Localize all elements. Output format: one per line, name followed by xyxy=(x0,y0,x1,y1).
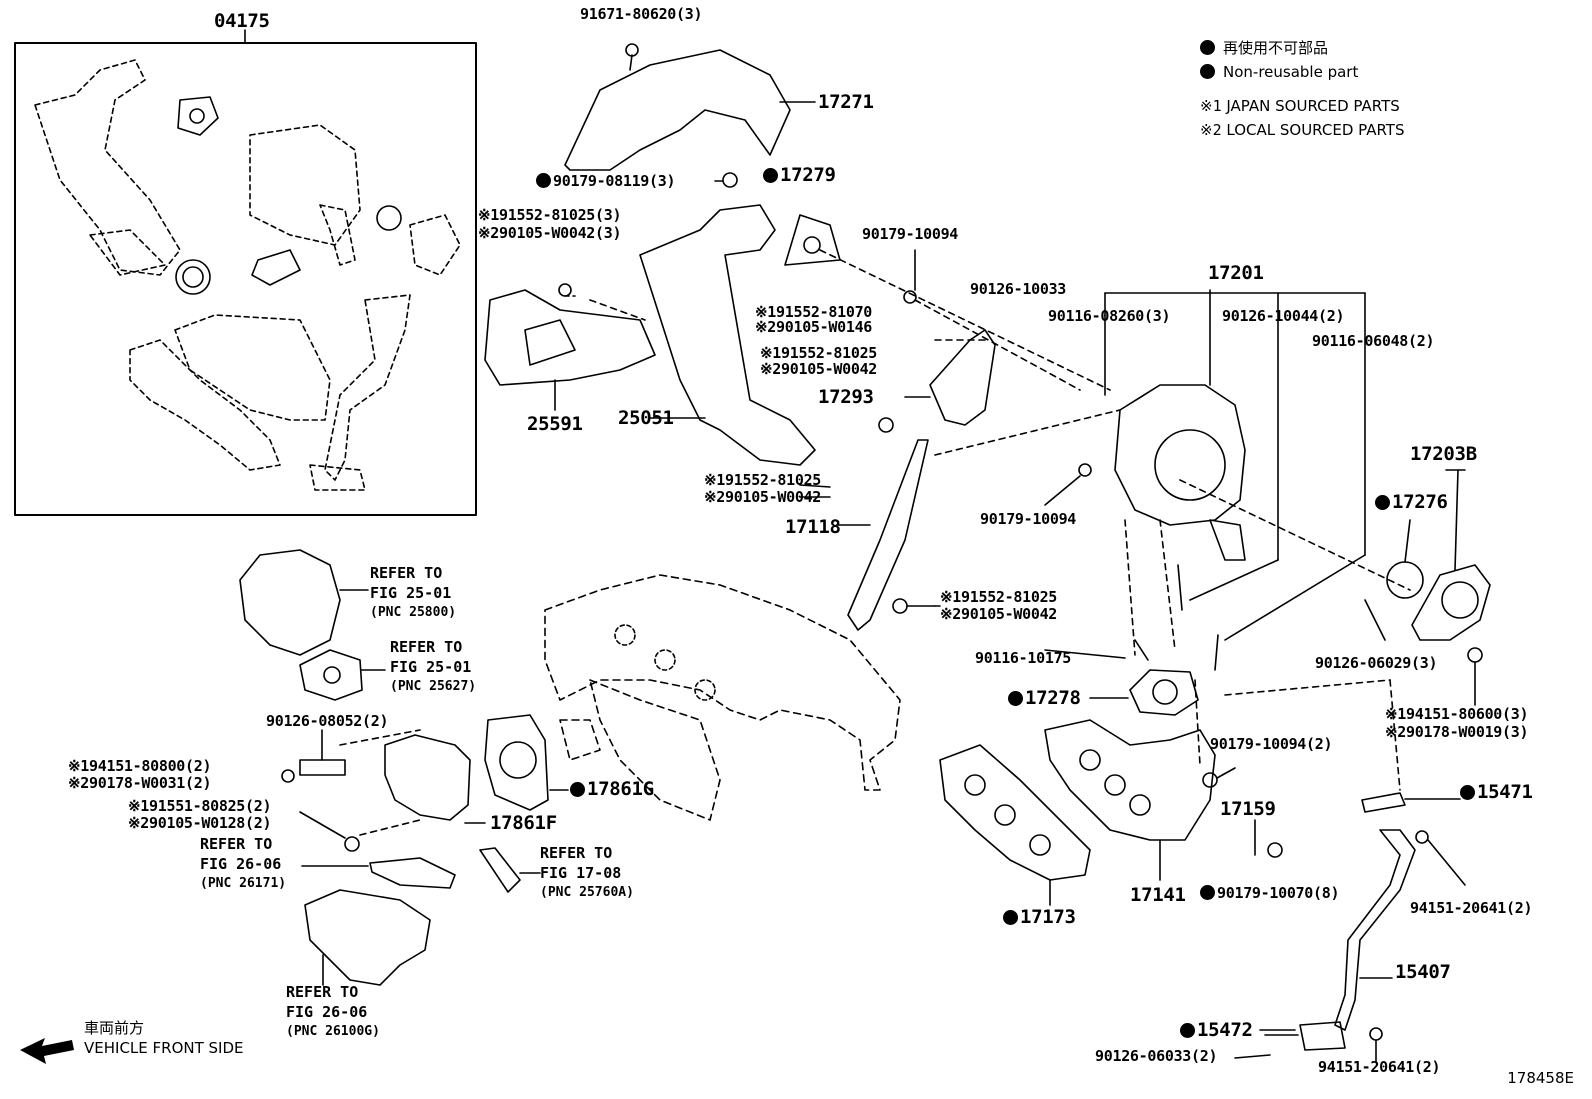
part-label: 90179-10094(2) xyxy=(1210,735,1333,753)
part-label: 17118 xyxy=(785,516,841,538)
bullet-icon xyxy=(1200,64,1215,79)
bullet-icon xyxy=(1200,40,1215,55)
part-label: 90126-08052(2) xyxy=(266,712,389,730)
part-label: 17861F xyxy=(490,812,557,834)
figure-number: 178458E xyxy=(1507,1069,1574,1087)
legend-non-reusable-en: Non-reusable part xyxy=(1200,60,1405,84)
engine-head-outline xyxy=(544,574,901,821)
part-label: 25051 xyxy=(618,407,674,429)
part-label: ※290105-W0042 xyxy=(940,605,1058,623)
part-label: 15472 xyxy=(1180,1019,1253,1041)
part-label: 90126-06029(3) xyxy=(1315,654,1438,672)
heat-insulator-shape xyxy=(564,49,791,171)
converter-shape xyxy=(639,204,816,466)
non-reusable-icon xyxy=(1460,785,1475,800)
non-reusable-icon xyxy=(1375,495,1390,510)
oil-pipe-shape xyxy=(1334,829,1416,1031)
part-label: 90179-10094 xyxy=(862,225,959,243)
turbo-shape xyxy=(1114,384,1246,526)
part-label: ※290105-W0128(2) xyxy=(128,814,272,832)
assembly-label: 04175 xyxy=(214,10,270,32)
part-label: 90179-10094 xyxy=(980,510,1077,528)
part-label: 91671-80620(3) xyxy=(580,5,703,23)
refer-to-block: REFER TO FIG 25-01 (PNC 25800) xyxy=(370,564,457,620)
part-label: 90179-08119(3) xyxy=(536,172,676,190)
part-label: 17271 xyxy=(818,91,874,113)
part-label: 90126-10044(2) xyxy=(1222,307,1345,325)
part-label: ※290105-W0042 xyxy=(704,488,822,506)
part-label: ※191552-81025 xyxy=(704,471,822,489)
part-label: 15407 xyxy=(1395,961,1451,983)
legend: 再使用不可部品 Non-reusable part ※1 JAPAN SOURC… xyxy=(1200,36,1405,142)
part-label: 17201 xyxy=(1208,262,1264,284)
part-label: 90116-10175 xyxy=(975,649,1072,667)
part-label: ※290178-W0031(2) xyxy=(68,774,212,792)
non-reusable-icon xyxy=(1008,691,1023,706)
part-label: ※290105-W0146 xyxy=(755,318,873,336)
part-label: 17279 xyxy=(763,164,836,186)
part-label: 17861G xyxy=(570,778,654,800)
part-label: 17159 xyxy=(1220,798,1276,820)
assembly-parts xyxy=(34,59,461,491)
non-reusable-icon xyxy=(1180,1023,1195,1038)
part-label: ※290105-W0042(3) xyxy=(478,224,622,242)
manifold-shape xyxy=(1044,719,1216,841)
refer-to-block: REFER TO FIG 25-01 (PNC 25627) xyxy=(390,638,477,694)
part-label: ※191552-81025(3) xyxy=(478,206,622,224)
part-label: 17141 xyxy=(1130,884,1186,906)
part-label: 90116-08260(3) xyxy=(1048,307,1171,325)
vehicle-front-note: 車両前方 VEHICLE FRONT SIDE xyxy=(84,1019,244,1057)
part-label: 90116-06048(2) xyxy=(1312,332,1435,350)
part-label: ※194151-80800(2) xyxy=(68,757,212,775)
part-label: 90179-10070(8) xyxy=(1200,884,1340,902)
part-label: ※191552-81025 xyxy=(760,344,878,362)
non-reusable-icon xyxy=(536,173,551,188)
assembly-box xyxy=(14,42,477,516)
part-label: 17276 xyxy=(1375,491,1448,513)
part-label: ※194151-80600(3) xyxy=(1385,705,1529,723)
non-reusable-icon xyxy=(1003,910,1018,925)
part-label: 94151-20641(2) xyxy=(1410,899,1533,917)
front-arrow xyxy=(20,1038,74,1064)
legend-non-reusable-jp: 再使用不可部品 xyxy=(1200,36,1405,60)
part-label: 17203B xyxy=(1410,443,1477,465)
part-label: ※191551-80825(2) xyxy=(128,797,272,815)
part-label: 94151-20641(2) xyxy=(1318,1058,1441,1076)
part-label: 90126-10033 xyxy=(970,280,1067,298)
refer-to-block: REFER TO FIG 17-08 (PNC 25760A) xyxy=(540,844,634,900)
part-label: ※290105-W0042 xyxy=(760,360,878,378)
legend-note-2: ※2 LOCAL SOURCED PARTS xyxy=(1200,121,1405,139)
part-label: 90126-06033(2) xyxy=(1095,1047,1218,1065)
non-reusable-icon xyxy=(570,782,585,797)
part-label: ※290178-W0019(3) xyxy=(1385,723,1529,741)
non-reusable-icon xyxy=(1200,885,1215,900)
refer-to-block: REFER TO FIG 26-06 (PNC 26171) xyxy=(200,835,287,891)
part-label: ※191552-81025 xyxy=(940,588,1058,606)
part-label: ※191552-81070 xyxy=(755,303,873,321)
part-label: 17278 xyxy=(1008,687,1081,709)
non-reusable-icon xyxy=(763,168,778,183)
legend-note-1: ※1 JAPAN SOURCED PARTS xyxy=(1200,97,1400,115)
part-label: 25591 xyxy=(527,413,583,435)
refer-to-block: REFER TO FIG 26-06 (PNC 26100G) xyxy=(286,983,380,1039)
part-label: 17173 xyxy=(1003,906,1076,928)
part-label: 17293 xyxy=(818,386,874,408)
part-label: 15471 xyxy=(1460,781,1533,803)
